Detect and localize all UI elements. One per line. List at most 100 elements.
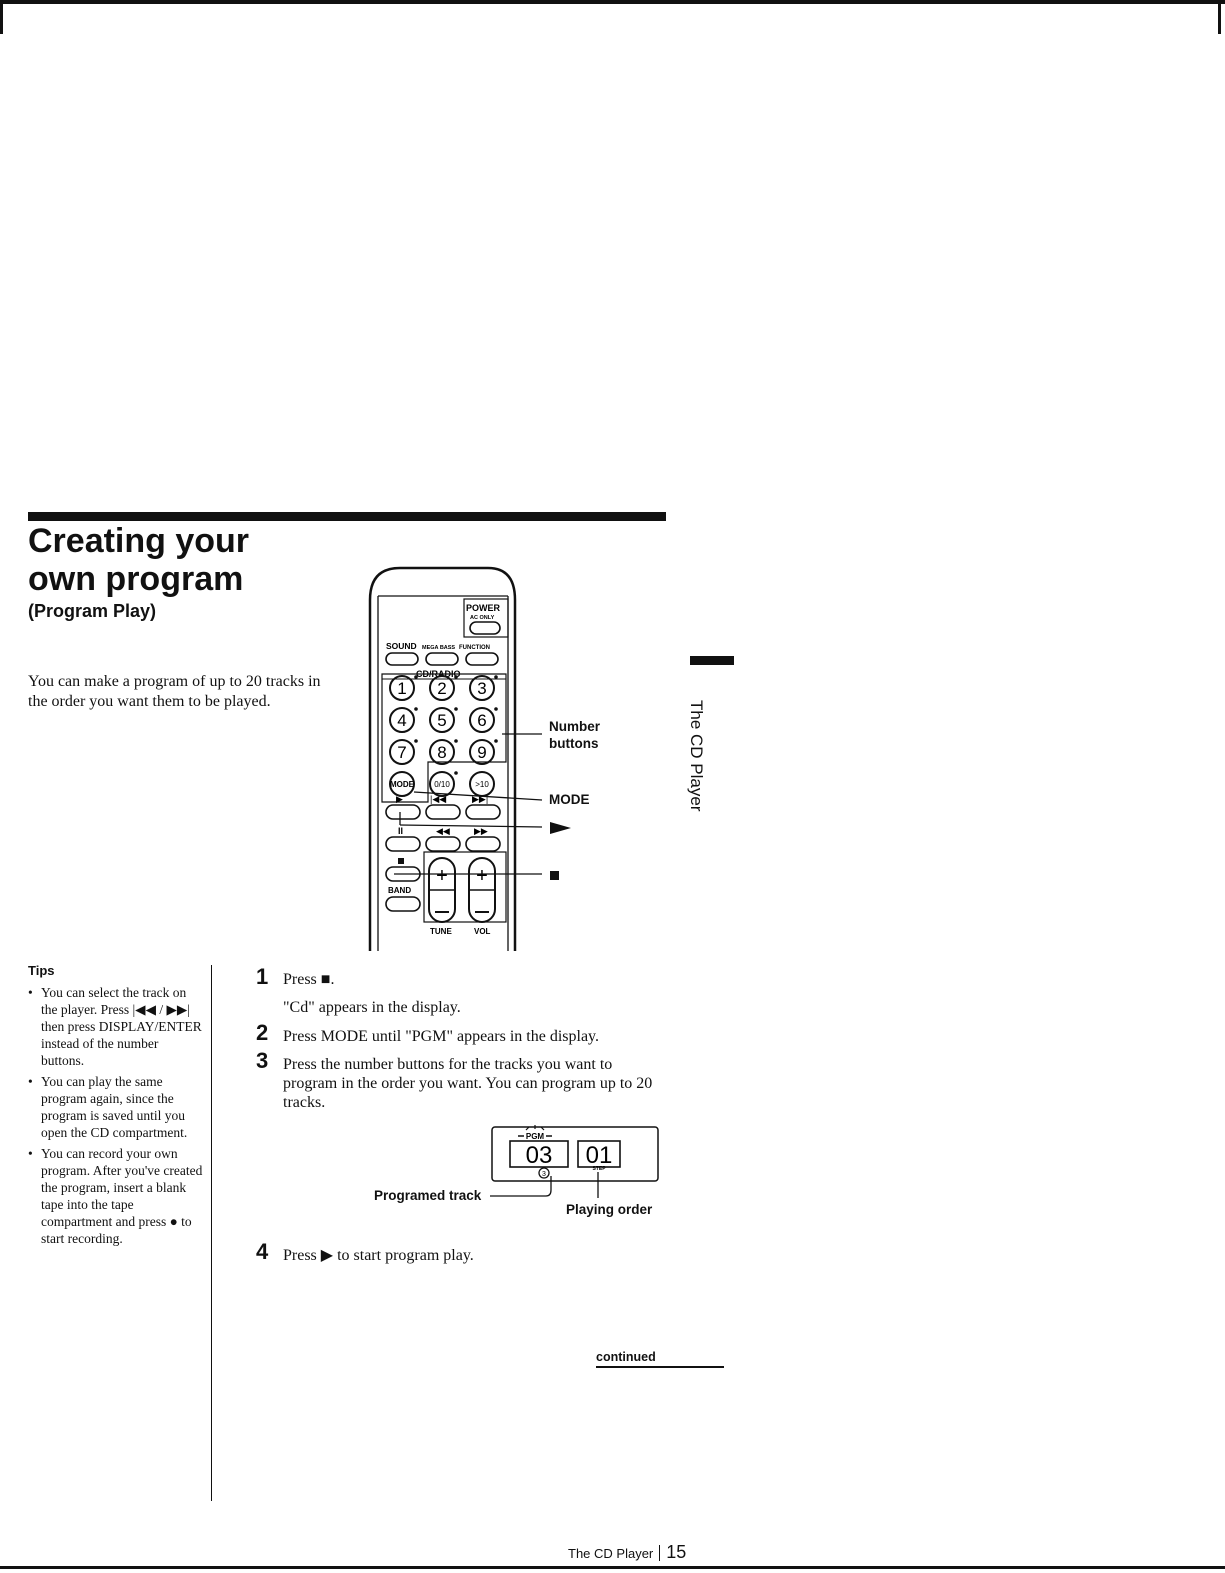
function-label: FUNCTION [459,645,490,651]
play-leader [399,824,543,828]
track-digit-frame [509,1140,569,1168]
step-3-number: 3 [256,1048,269,1073]
power-button[interactable] [469,621,501,635]
next-track-button[interactable] [465,804,501,820]
number-button-4[interactable]: 4 [389,707,418,733]
side-tab-label: The CD Player [687,700,706,812]
order-digits: 01 [586,1142,613,1169]
display-illustration: PGM 03 01 STEP 3 [490,1125,659,1198]
svg-text:4: 4 [397,711,406,730]
mode-callout: MODE [549,792,590,807]
number-buttons-callout: Number buttons [549,719,601,751]
programed-track-label: Programed track [374,1188,482,1203]
step-2-text: Press MODE until "PGM" appears in the di… [283,1028,599,1045]
svg-text:5: 5 [437,711,446,730]
pgm-indicator: PGM [526,1132,545,1141]
play-button[interactable] [385,804,421,820]
page-title: Creating your own program [28,522,249,598]
footer-section: The CD Player [568,1546,654,1561]
page-footer: The CD Player 15 [568,1542,686,1563]
cd-radio-block [381,673,507,803]
prev-track-symbol: |◀◀ [430,794,446,804]
svg-text:6: 6 [477,711,486,730]
fast-forward-symbol: ▶▶ [474,826,488,836]
tips-list: You can select the track on the player. … [28,984,204,1251]
next-track-symbol: ▶▶| [472,794,488,804]
function-button[interactable] [465,652,499,666]
right-edge-mark [1218,0,1221,34]
number-button-9[interactable]: 9 [469,739,498,765]
fast-forward-button[interactable] [465,836,501,852]
number-button-3[interactable]: 3 [469,675,498,701]
ac-only-label: AC ONLY [470,615,495,621]
vol-label: VOL [474,927,491,936]
stop-callout-icon [550,871,559,880]
step-1-text: Press ■. [283,971,335,988]
rewind-button[interactable] [425,836,461,852]
title-line-1: Creating your [28,522,250,560]
track-badge [538,1167,550,1179]
intro-paragraph: You can make a program of up to 20 track… [28,673,321,710]
play-callout-icon [550,822,571,834]
step-3-text: Press the number buttons for the tracks … [283,1056,653,1111]
footer-separator [659,1545,661,1561]
number-button-8[interactable]: 8 [429,739,458,765]
side-tab-marker [690,656,734,665]
display-window [491,1126,659,1182]
svg-text:9: 9 [477,743,486,762]
rewind-symbol: ◀◀ [436,826,450,836]
band-button[interactable] [385,896,421,912]
svg-text:0/10: 0/10 [434,780,450,789]
continued-rule [596,1366,724,1368]
step-indicator: STEP [592,1166,606,1172]
number-button-6[interactable]: 6 [469,707,498,733]
zero-ten-button[interactable]: 0/10 [429,771,458,797]
vol-plus-symbol: + [476,865,488,887]
bottom-border [0,1566,1225,1569]
number-button-7[interactable]: 7 [389,739,418,765]
tips-divider [211,965,212,1501]
stop-symbol [398,858,404,864]
svg-text:8: 8 [437,743,446,762]
title-line-2: own program [28,560,244,598]
step-4-number: 4 [256,1239,269,1264]
tune-vol-box [423,851,507,923]
programed-track-leader [490,1176,552,1197]
pause-symbol: II [398,826,403,836]
play-symbol: ▶ [396,794,403,804]
remote-body [368,566,517,951]
page-number: 15 [666,1542,687,1562]
top-border [0,0,1225,4]
tune-label: TUNE [430,927,452,936]
power-box [463,598,509,638]
svg-text:1: 1 [397,679,406,698]
prev-track-button[interactable] [425,804,461,820]
sound-label: SOUND [386,641,417,651]
mega-bass-label: MEGA BASS [422,645,455,651]
svg-text:3: 3 [477,679,486,698]
remote-control-illustration: POWER AC ONLY SOUND MEGA BASS FUNCTION C… [368,566,543,951]
step-4-text: Press ▶ to start program play. [283,1247,474,1264]
power-label: POWER [466,603,501,613]
tune-plus-symbol: + [436,865,448,887]
tip-item: You can play the same program again, sin… [28,1073,204,1141]
page-subtitle: (Program Play) [28,601,157,621]
svg-text:MODE: MODE [390,780,415,789]
section-rule [28,512,666,521]
mega-bass-button[interactable] [425,652,459,666]
tip-item: You can record your own program. After y… [28,1145,204,1247]
mode-leader [413,791,543,801]
number-button-1[interactable]: 1 [389,675,418,701]
number-button-5[interactable]: 5 [429,707,458,733]
playing-order-label: Playing order [566,1202,653,1217]
mode-button[interactable]: MODE [389,771,415,797]
pause-button[interactable] [385,836,421,852]
step-1-result: "Cd" appears in the display. [283,999,461,1016]
number-button-2[interactable]: 2 [429,675,458,701]
continued-label: continued [596,1350,656,1364]
band-label: BAND [388,886,411,895]
sound-button[interactable] [385,652,419,666]
gt-ten-button[interactable]: >10 [469,771,495,797]
tips-heading: Tips [28,963,55,978]
svg-text:7: 7 [397,743,406,762]
